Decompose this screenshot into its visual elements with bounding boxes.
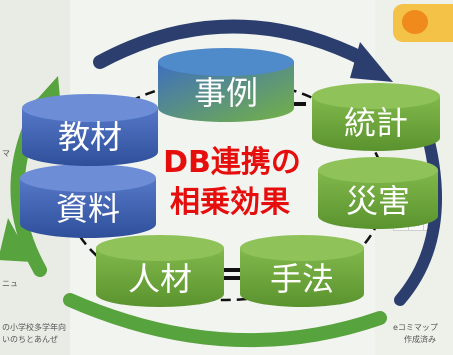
db-cylinder-top: 事例 (158, 48, 294, 122)
cycle-arrow-bottom (63, 293, 387, 348)
link-marker (222, 276, 240, 280)
cycle-arrow-top-head (350, 42, 393, 82)
db-label-left-bottom: 資料 (56, 190, 120, 228)
background-text-snippet: いのちとあんぜ (2, 335, 58, 344)
db-label-left-top: 教材 (58, 118, 122, 156)
background-map-sub: 作成済み (404, 335, 436, 344)
background-map-title: eコミマップ (393, 323, 438, 332)
db-label-top: 事例 (194, 74, 258, 112)
db-label-right: 災害 (346, 182, 410, 220)
center-title-line1: DB連携の (163, 145, 301, 180)
db-cylinder-left-bottom: 資料 (20, 164, 156, 238)
db-cylinder-left-top: 教材 (22, 94, 158, 166)
db-label-top-right: 統計 (344, 104, 408, 142)
background-text-snippet: マ (2, 149, 10, 158)
background-text-snippet: ニュ (2, 279, 18, 288)
background-banner-icon (402, 10, 428, 34)
db-cylinder-bottom-right: 手法 (240, 235, 364, 307)
db-label-bottom-left: 人材 (128, 260, 192, 298)
db-cylinder-top-right: 統計 (312, 83, 440, 151)
cycle-arrow-top (93, 19, 372, 69)
cycle-arrow-bottom-head (0, 218, 32, 262)
db-cylinder-bottom-left: 人材 (96, 235, 224, 307)
link-marker (288, 102, 306, 106)
link-marker (222, 268, 240, 272)
db-label-bottom-right: 手法 (270, 260, 334, 298)
center-title-line2: 相乗効果 (170, 185, 290, 220)
background-text-snippet: の小学校多学年向 (2, 323, 66, 332)
db-cylinder-right: 災害 (318, 157, 438, 229)
